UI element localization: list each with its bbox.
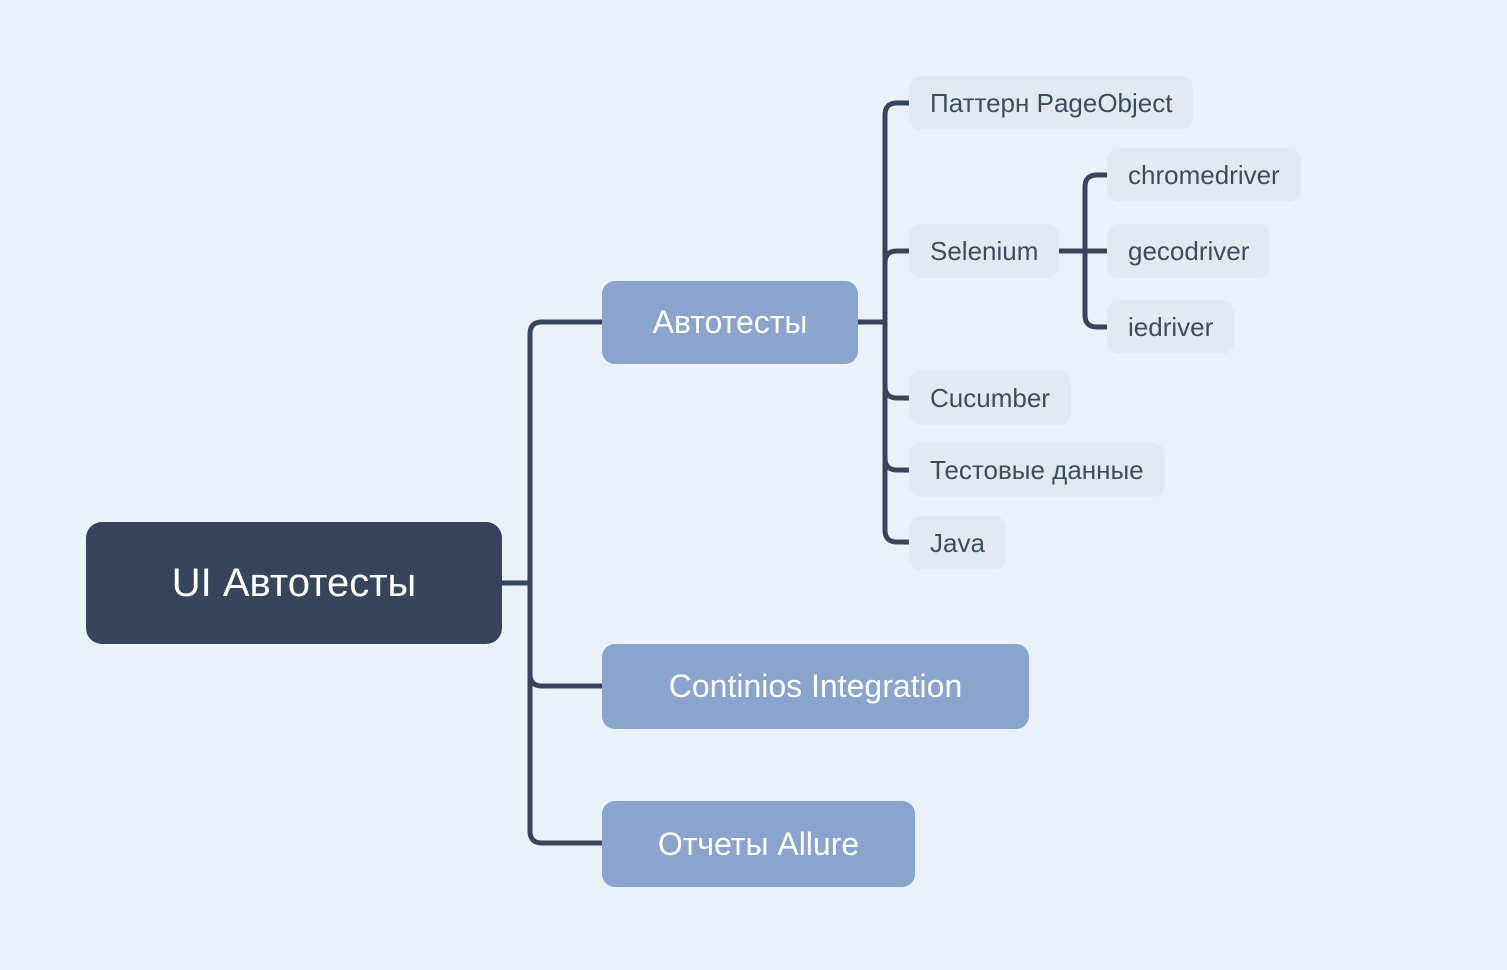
node-avtotesty-label: Автотесты	[652, 304, 808, 340]
connector-cucumber-branch	[882, 383, 912, 401]
node-cucumber-label: Cucumber	[930, 382, 1050, 413]
node-iedriver-label: iedriver	[1128, 311, 1214, 342]
node-continios-integration[interactable]: Continios Integration	[602, 644, 1029, 729]
node-java-label: Java	[930, 527, 985, 558]
connector-continios-branch	[527, 671, 605, 689]
connector-right-trunk	[882, 100, 912, 545]
node-selenium[interactable]: Selenium	[909, 224, 1060, 278]
connector-selenium-subtrunk	[1082, 172, 1110, 330]
node-chromedriver[interactable]: chromedriver	[1107, 148, 1301, 202]
node-otchety-allure[interactable]: Отчеты Allure	[602, 801, 915, 887]
node-gecodriver[interactable]: gecodriver	[1107, 224, 1271, 278]
node-chromedriver-label: chromedriver	[1128, 159, 1280, 190]
node-otchety-label: Отчеты Allure	[657, 825, 860, 862]
node-testovye-dannye[interactable]: Тестовые данные	[909, 443, 1165, 497]
node-pattern-label: Паттерн PageObject	[930, 87, 1173, 118]
connector-left-trunk	[527, 319, 605, 846]
node-pattern-pageobject[interactable]: Паттерн PageObject	[909, 76, 1194, 130]
node-java[interactable]: Java	[909, 516, 1006, 570]
node-iedriver[interactable]: iedriver	[1107, 300, 1235, 354]
node-continios-label: Continios Integration	[668, 668, 963, 704]
node-cucumber[interactable]: Cucumber	[909, 371, 1071, 425]
node-avtotesty[interactable]: Автотесты	[602, 281, 858, 364]
node-gecodriver-label: gecodriver	[1128, 235, 1250, 266]
connector-selenium-branch	[882, 248, 912, 266]
node-testdata-label: Тестовые данные	[930, 454, 1144, 485]
node-root-label: UI Автотесты	[171, 560, 417, 605]
connector-testdata-branch	[882, 455, 912, 473]
node-root-ui-avtotesty[interactable]: UI Автотесты	[86, 522, 502, 644]
node-selenium-label: Selenium	[930, 235, 1039, 266]
